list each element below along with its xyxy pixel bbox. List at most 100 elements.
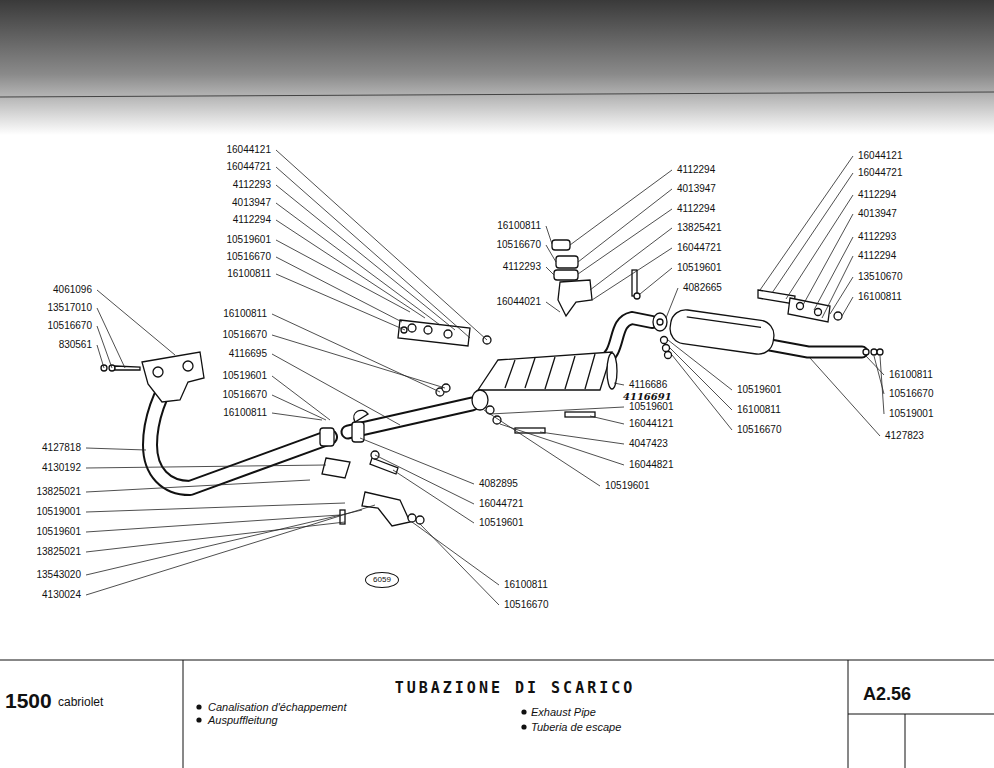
callout-number: 10519001 [36, 506, 83, 518]
leader-line [276, 257, 402, 322]
callout-number: 4112293 [232, 179, 272, 191]
leader-line [592, 248, 672, 300]
title-block-text: cabriolet [57, 695, 104, 709]
callout-number: 4082895 [478, 478, 519, 490]
callout-number: 16100811 [503, 579, 549, 591]
figure-number: 6059 [373, 575, 391, 585]
leader-line [86, 510, 362, 575]
leader-line [276, 240, 410, 312]
title-block-rules [0, 660, 994, 768]
leader-line [786, 195, 853, 299]
leader-line [86, 480, 310, 492]
leader-line [412, 522, 499, 585]
leader-line [830, 277, 853, 314]
leader-line [393, 470, 474, 523]
callout-number: 13517010 [47, 302, 94, 314]
leader-line [666, 288, 678, 318]
callout-number: 10519601 [736, 384, 783, 396]
leader-line [86, 448, 146, 450]
sheet-title: TUBAZIONE DI SCARICO [395, 679, 636, 697]
callout-number: 10519601 [226, 234, 273, 246]
leader-line [272, 354, 400, 425]
callout-number: 4127823 [884, 430, 925, 442]
callout-number: 16044821 [628, 459, 675, 471]
leader-line [578, 189, 672, 262]
callout-number: 4082665 [682, 282, 723, 294]
callout-number: 10519601 [222, 370, 269, 382]
callout-number: 4127818 [41, 442, 82, 454]
leader-line [500, 424, 624, 465]
leader-line [97, 290, 175, 355]
callout-number: 13825021 [36, 546, 83, 558]
leader-line [420, 524, 499, 605]
callout-number: 4112294 [232, 214, 272, 226]
callout-number: 10516670 [222, 329, 269, 341]
callout-number: 4061096 [52, 284, 93, 296]
callout-number: 10516670 [888, 388, 935, 400]
leader-line [668, 340, 732, 390]
title-block-text: Exhaust Pipe [530, 706, 597, 719]
callout-number: 16044721 [676, 242, 723, 254]
leader-line [276, 220, 425, 318]
leader-line [670, 348, 732, 410]
leader-line [86, 505, 375, 595]
callout-number: 4130024 [41, 589, 82, 601]
callout-number: 4116686 [628, 379, 668, 391]
callout-number: 10516670 [47, 320, 94, 332]
parts [101, 240, 883, 526]
title-block-text: Tuberia de escape [530, 721, 622, 734]
leader-line [570, 170, 672, 245]
callout-number: 10516670 [736, 424, 783, 436]
leader-line [86, 503, 345, 512]
callout-number: 10519601 [604, 480, 651, 492]
leader-line [276, 203, 440, 325]
leader-line [590, 228, 672, 290]
leader-line [97, 308, 125, 368]
leader-line [272, 395, 326, 420]
callout-number: 4116695 [228, 348, 268, 360]
leader-line [614, 383, 624, 385]
callout-number: 4112293 [502, 261, 542, 273]
leader-line [272, 376, 330, 420]
callout-number: 10519601 [628, 401, 675, 413]
leader-line [276, 274, 405, 330]
leader-line [484, 410, 600, 486]
callout-number: 13825021 [36, 486, 83, 498]
callout-number: 830561 [58, 339, 93, 351]
callout-number: 13825421 [676, 222, 723, 234]
callout-number: 10519601 [478, 517, 525, 529]
callout-number: 4112293 [857, 231, 897, 243]
leader-line [672, 355, 732, 430]
callout-number: 4112294 [857, 250, 897, 262]
title-block-text: Canalisation d'échappement [207, 701, 347, 714]
leader-line [272, 413, 322, 420]
callout-number: 16044721 [478, 498, 525, 510]
callout-number: 4013947 [676, 183, 717, 195]
callout-number: 4047423 [628, 438, 669, 450]
leader-line [272, 314, 440, 392]
callout-number: 16044021 [496, 296, 543, 308]
callout-number: 13543020 [36, 569, 83, 581]
leader-line [375, 455, 474, 504]
leader-line [772, 173, 853, 293]
figure-number-oval: 6059 [365, 572, 399, 588]
leader-line [86, 515, 340, 532]
title-block-text: Auspuffleitung [207, 714, 279, 727]
leader-line [86, 465, 326, 468]
leader-line [490, 407, 624, 414]
leader-line [578, 209, 672, 274]
photocopy-shade [0, 0, 994, 135]
callout-number: 16100811 [222, 308, 268, 320]
callout-number: 10519001 [888, 408, 935, 420]
callout-number: 10519601 [676, 262, 723, 274]
callout-number: 4130192 [41, 462, 82, 474]
callout-number: 16044721 [226, 161, 273, 173]
callout-number: 16100811 [736, 404, 782, 416]
leader-line [590, 416, 624, 424]
leader-line [276, 150, 487, 340]
leader-line [276, 185, 455, 330]
callout-number: 16100811 [857, 291, 903, 303]
leader-line [760, 156, 853, 290]
